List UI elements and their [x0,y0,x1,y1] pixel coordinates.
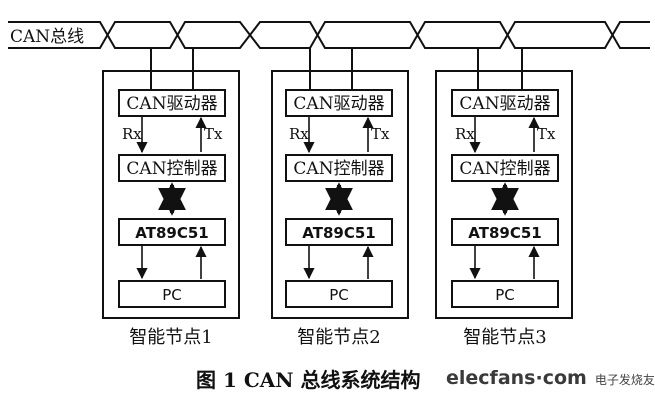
pc-label: PC [162,286,182,304]
caption-row: 图 1 CAN 总线系统结构 elecfans·com 电子发烧友 [0,362,655,398]
tx-label: Tx [371,125,390,143]
pc-box [285,280,393,308]
figure-caption: 图 1 CAN 总线系统结构 [196,368,421,392]
can-controller-label: CAN控制器 [126,159,217,179]
can-bus-lines [8,21,650,49]
node-frame [435,70,573,319]
pc-box [451,280,559,308]
can-bus-line-lower [8,21,650,49]
can-driver-label: CAN驱动器 [293,94,384,114]
rx-label: Rx [289,125,309,143]
can-controller-label: CAN控制器 [459,159,550,179]
can-controller-label: CAN控制器 [293,159,384,179]
mcu-label: AT89C51 [468,224,541,242]
node-label: 智能节点2 [297,327,380,348]
mcu-box [451,218,559,246]
pc-label: PC [495,286,515,304]
watermark-subtitle: 电子发烧友 [594,373,655,387]
mcu-label: AT89C51 [135,224,208,242]
pc-label: PC [329,286,349,304]
can-driver-label: CAN驱动器 [459,94,550,114]
mcu-label: AT89C51 [302,224,375,242]
can-driver-box [451,89,559,117]
node-frame [102,70,240,319]
can-driver-label: CAN驱动器 [126,94,217,114]
tx-label: Tx [204,125,223,143]
can-controller-box [451,154,559,182]
pc-box [118,280,226,308]
mcu-box [285,218,393,246]
watermark-logo: elecfans·com [446,367,587,389]
node-label: 智能节点1 [129,327,212,348]
smart-node-3: CAN驱动器 Rx Tx CAN控制器 AT89C51 PC 智能节点3 [435,48,573,348]
rx-label: Rx [122,125,142,143]
node-label: 智能节点3 [463,327,546,348]
tx-label: Tx [537,125,556,143]
can-bus-line-upper [8,21,650,49]
smart-node-1: CAN驱动器 Rx Tx CAN控制器 AT89C51 PC 智能节点1 [102,48,240,348]
rx-label: Rx [455,125,475,143]
node-frame [271,70,409,319]
can-controller-box [118,154,226,182]
watermark: elecfans·com 电子发烧友 [446,367,655,395]
can-driver-box [118,89,226,117]
can-controller-box [285,154,393,182]
can-driver-box [285,89,393,117]
mcu-box [118,218,226,246]
smart-node-2: CAN驱动器 Rx Tx CAN控制器 AT89C51 PC 智能节点2 [271,48,409,348]
bus-label: CAN总线 [10,27,84,47]
